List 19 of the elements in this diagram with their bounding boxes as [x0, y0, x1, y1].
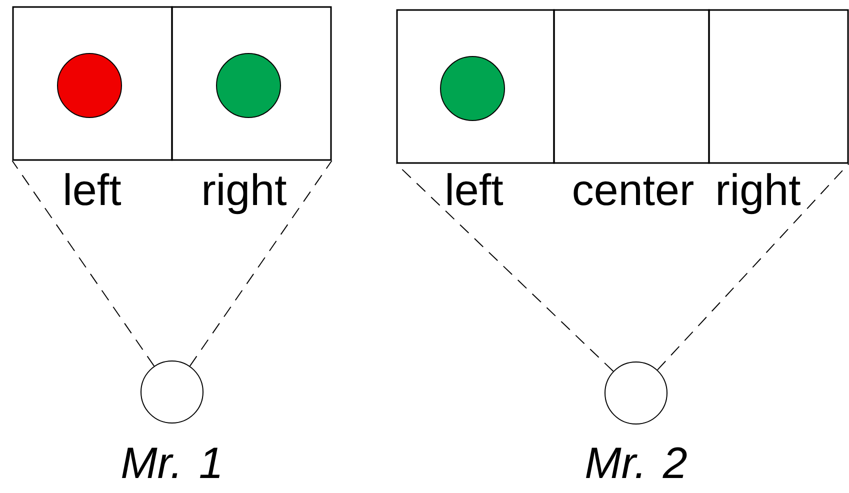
- node-label: right: [204, 173, 286, 214]
- node-label: left: [66, 173, 122, 206]
- sight-line: [12, 160, 155, 367]
- dot: [440, 56, 505, 121]
- node-label: Mr. 1: [122, 448, 220, 478]
- cell: left: [12, 6, 173, 206]
- cell: right: [708, 9, 849, 214]
- node-label: center: [574, 176, 694, 206]
- cell: left: [396, 9, 555, 206]
- cell: right: [171, 6, 332, 214]
- node-label: Mr. 2: [586, 447, 687, 478]
- cell: center: [553, 9, 710, 206]
- sight-line: [189, 160, 332, 367]
- node-label: right: [718, 173, 800, 214]
- sight-line: [656, 163, 849, 370]
- dot: [216, 53, 281, 118]
- sight-line: [396, 163, 614, 372]
- dot: [57, 53, 122, 118]
- node-label: left: [448, 173, 504, 206]
